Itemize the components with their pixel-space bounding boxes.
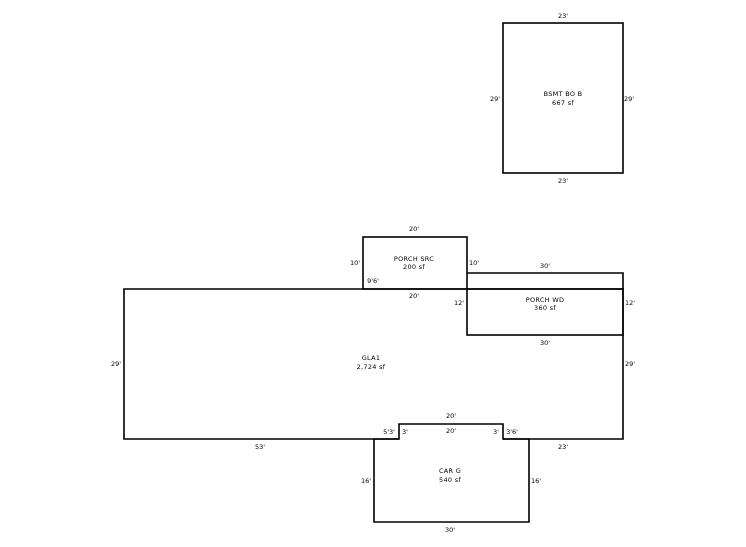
- porch-wd-area: PORCH WD 360 sf 30' 30' 12' 12': [454, 262, 635, 347]
- gla-name: GLA1: [362, 354, 381, 362]
- gla-outline: [123, 288, 624, 440]
- garage-size: 540 sf: [439, 476, 461, 484]
- porch-wd-left-dimension: 12': [454, 299, 464, 307]
- porch-wd-bottom-dimension: 30': [540, 339, 550, 347]
- notch-left-jog-dimension: 3': [402, 428, 408, 436]
- porch-src-top-dimension: 20': [409, 225, 419, 233]
- garage-bottom-dimension: 30': [445, 526, 455, 534]
- porch-src-name: PORCH SRC: [394, 255, 434, 263]
- notch-inner-dimension: 20': [446, 427, 456, 435]
- porch-wd-name: PORCH WD: [526, 296, 565, 304]
- porch-wd-size: 360 sf: [534, 304, 556, 312]
- porch-src-size: 200 sf: [403, 263, 425, 271]
- porch-wd-upper-outline: [467, 272, 624, 289]
- basement-name: BSMT BO B: [544, 90, 583, 98]
- gla-left-dimension: 29': [111, 360, 121, 368]
- notch-right-jog-dimension: 3': [493, 428, 499, 436]
- porch-wd-right-dimension: 12': [625, 299, 635, 307]
- porch-wd-top-dimension: 30': [540, 262, 550, 270]
- garage-name: CAR G: [439, 467, 461, 475]
- basement-area: BSMT BO B 667 sf 23' 23' 29' 29': [490, 12, 634, 185]
- gla-size: 2,724 sf: [357, 363, 386, 371]
- notch-right-step-dimension: 3'6': [506, 428, 518, 436]
- porch-src-left-dimension: 10': [350, 259, 360, 267]
- gla-right-dimension: 29': [625, 360, 635, 368]
- gla-bottom-right-dimension: 23': [558, 443, 568, 451]
- porch-src-bottom-dimension: 20': [409, 292, 419, 300]
- basement-right-dimension: 29': [624, 95, 634, 103]
- porch-src-corner-dimension: 9'6': [367, 277, 379, 285]
- basement-size: 667 sf: [552, 99, 574, 107]
- basement-bottom-dimension: 23': [558, 177, 568, 185]
- notch-top-dimension: 20': [446, 412, 456, 420]
- garage-area: CAR G 540 sf 16' 16' 30': [361, 438, 541, 534]
- porch-src-right-dimension: 10': [469, 259, 479, 267]
- basement-top-dimension: 23': [558, 12, 568, 20]
- garage-right-dimension: 16': [531, 477, 541, 485]
- notch-left-step-dimension: 5'3': [383, 428, 395, 436]
- garage-outline: [373, 438, 530, 523]
- basement-left-dimension: 29': [490, 95, 500, 103]
- basement-outline: [502, 22, 624, 174]
- gla-bottom-left-dimension: 53': [255, 443, 265, 451]
- gla-area: GLA1 2,724 sf 29' 29' 53' 23' 20' 20' 5'…: [111, 288, 635, 451]
- garage-left-dimension: 16': [361, 477, 371, 485]
